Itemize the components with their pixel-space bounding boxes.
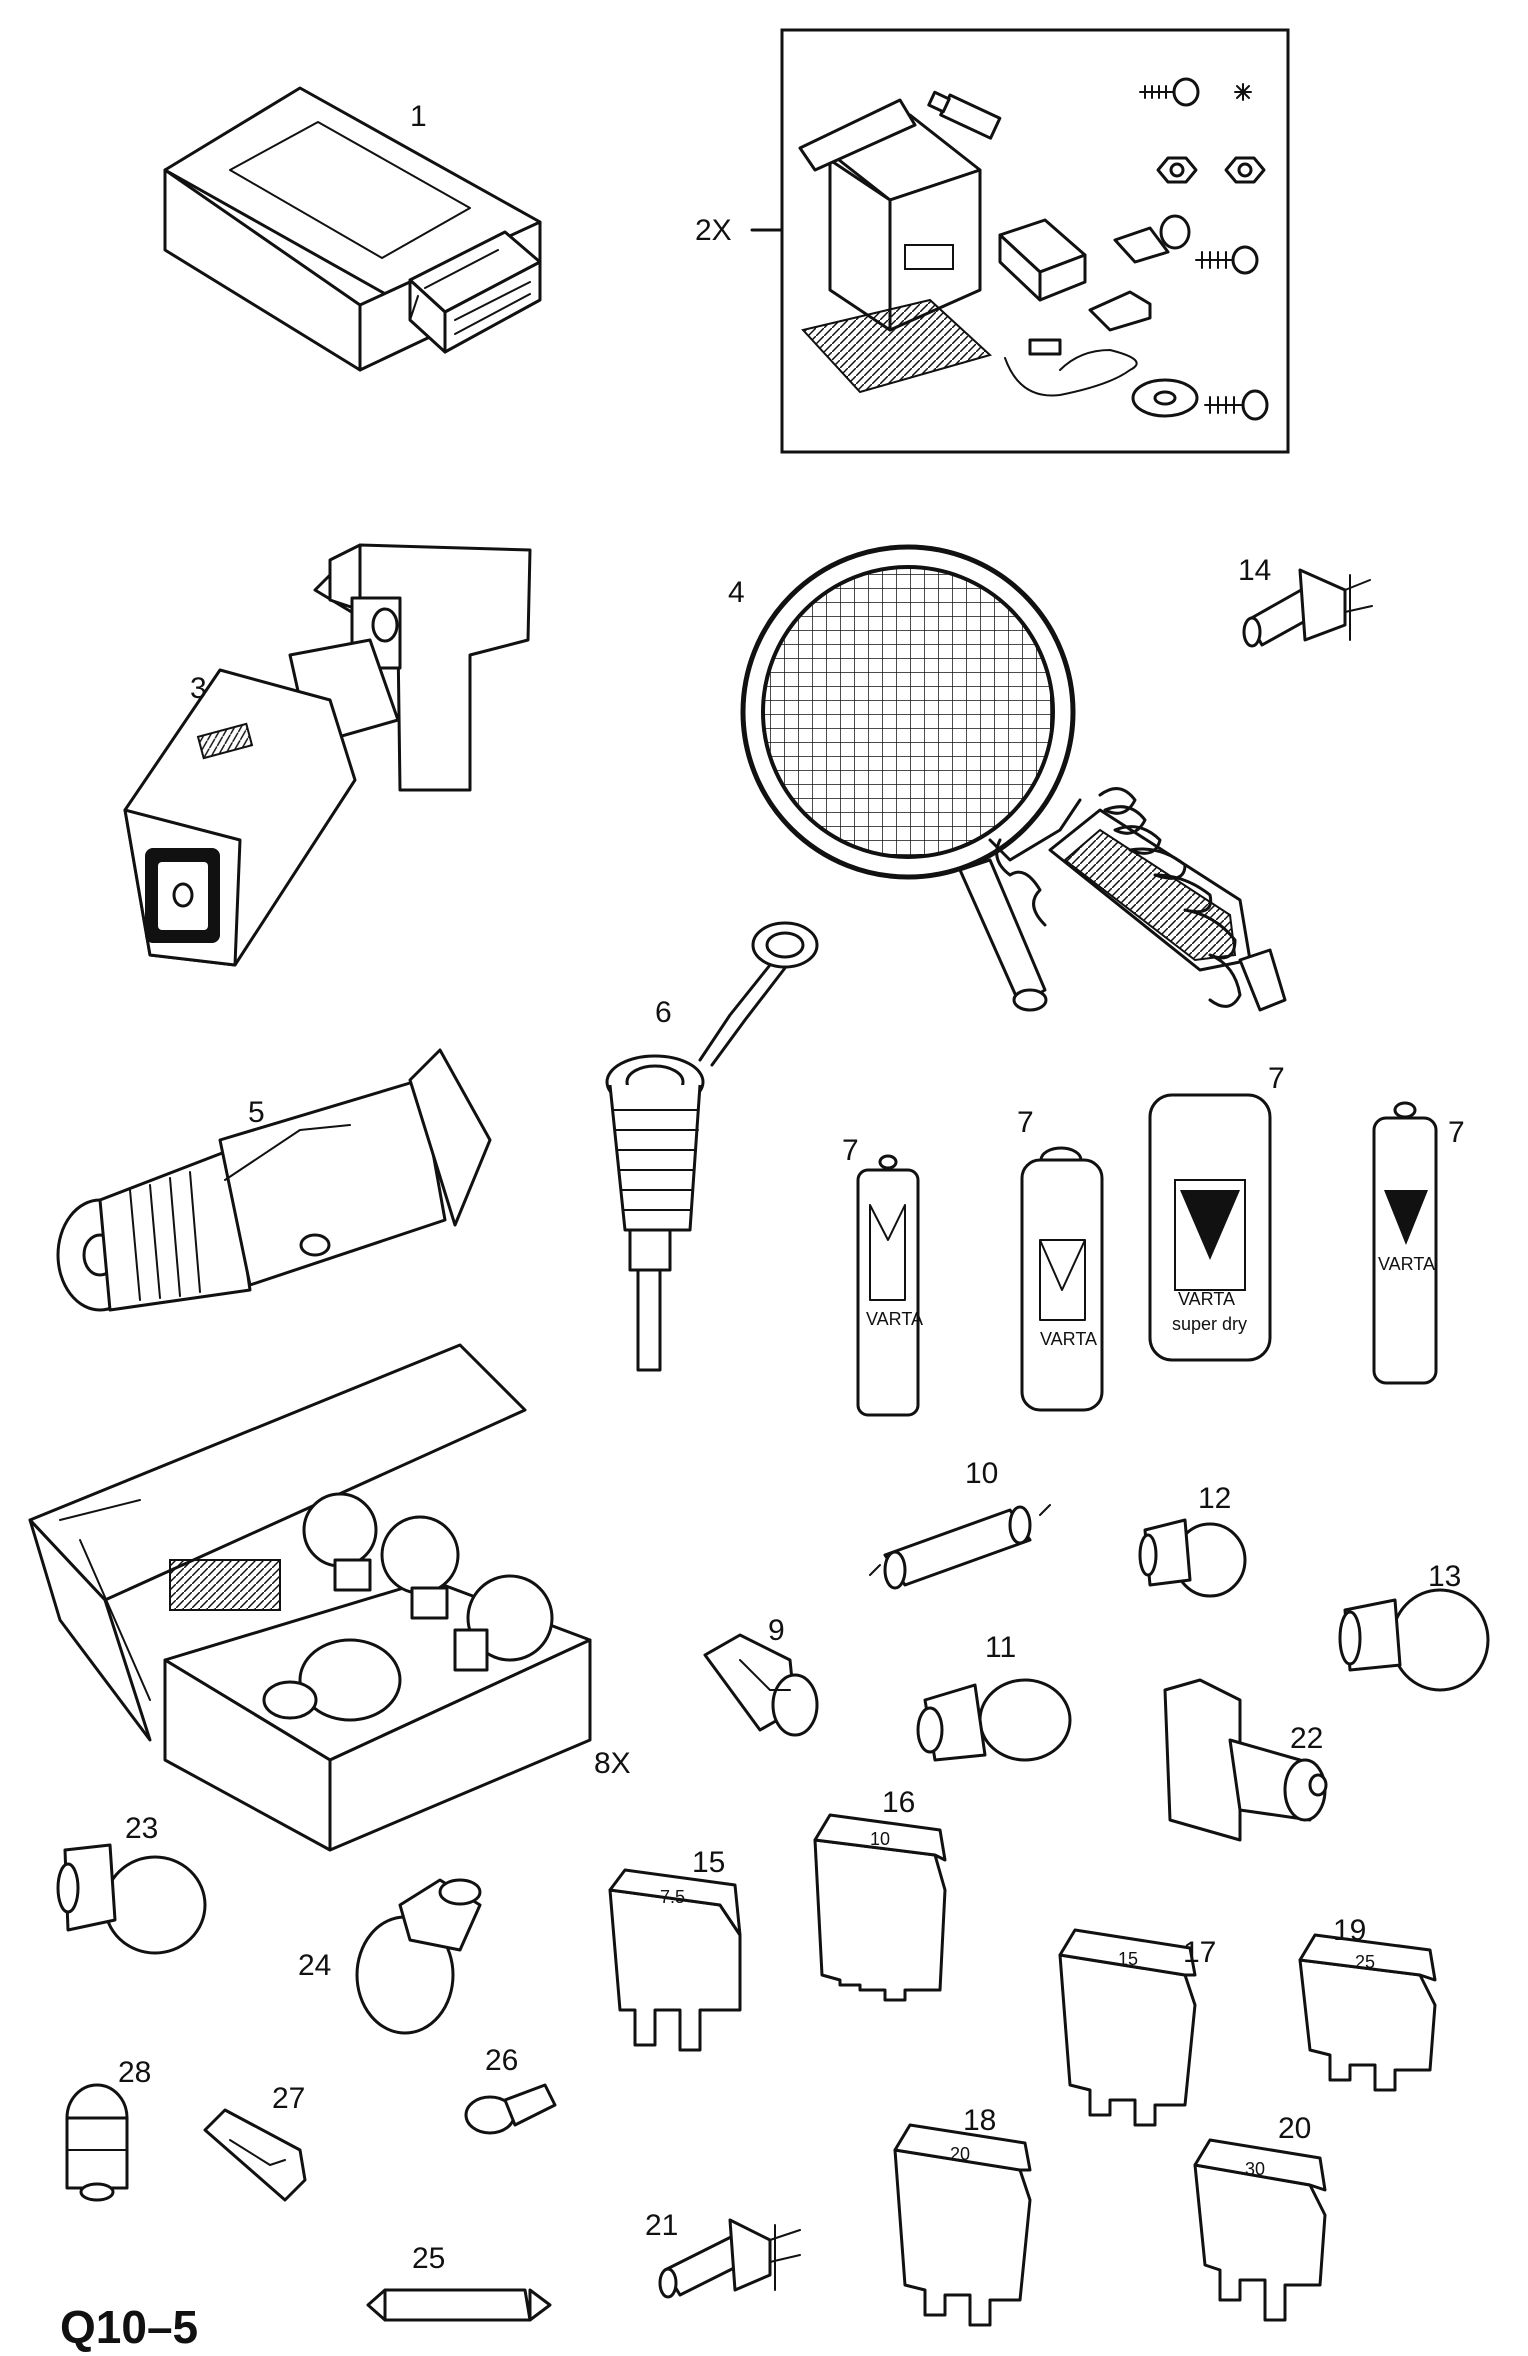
label-13: 13: [1428, 1560, 1461, 1593]
part-7-batteries: VARTA VARTA VARTA super dry VARTA: [856, 1093, 1438, 1417]
part-9-wedge-bulb: [703, 1633, 819, 1737]
label-6: 6: [655, 996, 672, 1029]
part-12-bulb: [1138, 1518, 1247, 1598]
fuse-rating: 10: [870, 1829, 890, 1849]
part-10-festoon-bulb: [869, 1504, 1051, 1590]
label-18: 18: [963, 2104, 996, 2137]
part-26-wedge-bulb: [464, 2083, 557, 2135]
label-17: 17: [1183, 1936, 1216, 1969]
part-28-bulb: [65, 2083, 129, 2202]
label-14: 14: [1238, 554, 1271, 587]
label-7a: 7: [842, 1134, 859, 1167]
battery-c-right: VARTA super dry: [1148, 1093, 1272, 1362]
battery-brand-label: VARTA: [866, 1309, 923, 1329]
label-10: 10: [965, 1457, 998, 1490]
label-15: 15: [692, 1846, 725, 1879]
label-8x: 8X: [594, 1747, 631, 1780]
label-3: 3: [190, 672, 207, 705]
label-19: 19: [1333, 1914, 1366, 1947]
part-24-bulb: [355, 1878, 482, 2035]
label-25: 25: [412, 2242, 445, 2275]
label-2x: 2X: [695, 214, 732, 247]
part-1-control-unit: [163, 86, 542, 372]
part-21-h4-bulb: [658, 2218, 801, 2299]
diagram-code: Q10–5: [60, 2301, 198, 2353]
label-11: 11: [985, 1631, 1016, 1664]
nut-icon: [1156, 156, 1266, 184]
part-15-fuse: 7.5: [608, 1868, 742, 2052]
part-4-inspection-lamp: [740, 544, 1287, 1012]
label-7b: 7: [1017, 1106, 1034, 1139]
fuse-rating: 25: [1355, 1952, 1375, 1972]
label-7c: 7: [1268, 1062, 1285, 1095]
part-27-wedge-bulb: [203, 2108, 307, 2202]
part-23-bulb: [56, 1843, 207, 1955]
battery-aa-right: VARTA: [1372, 1101, 1438, 1385]
part-22-halogen-capsule: [1163, 1678, 1328, 1842]
battery-aa-left: VARTA: [856, 1154, 923, 1417]
part-20-fuse: 30: [1193, 2138, 1327, 2322]
label-12: 12: [1198, 1482, 1231, 1515]
label-9: 9: [768, 1614, 785, 1647]
fuse-rating: 7.5: [660, 1887, 685, 1907]
label-21: 21: [645, 2209, 678, 2242]
battery-brand-label: VARTA: [1178, 1289, 1235, 1309]
battery-brand-label: VARTA: [1040, 1329, 1097, 1349]
part-17-fuse: 15: [1058, 1928, 1197, 2127]
part-5-cigar-lighter: [56, 1048, 492, 1312]
part-2x-accessory-kit: [750, 28, 1290, 454]
part-25-festoon: [366, 2288, 552, 2322]
label-1: 1: [410, 100, 427, 133]
fuse-rating: 30: [1245, 2159, 1265, 2179]
label-4: 4: [728, 576, 745, 609]
part-14-h4-bulb: [1242, 568, 1373, 648]
battery-brand-label: VARTA: [1378, 1254, 1435, 1274]
part-6-bulb-holder: [605, 921, 819, 1372]
screw-icon: [1139, 77, 1200, 107]
label-20: 20: [1278, 2112, 1311, 2145]
label-7d: 7: [1448, 1116, 1465, 1149]
part-labels: 1 2X 3 4 5 6 7 7 7 7 8X 9 10 11 12 13 14…: [118, 100, 1465, 2275]
label-22: 22: [1290, 1722, 1323, 1755]
part-3-switch: [123, 543, 532, 967]
part-19-fuse: 25: [1298, 1933, 1437, 2092]
label-28: 28: [118, 2056, 151, 2089]
label-24: 24: [298, 1949, 331, 1982]
battery-text-label: super dry: [1172, 1314, 1247, 1334]
part-13-bulb: [1338, 1588, 1490, 1692]
fuse-rating: 20: [950, 2144, 970, 2164]
label-26: 26: [485, 2044, 518, 2077]
label-5: 5: [248, 1096, 265, 1129]
label-23: 23: [125, 1812, 158, 1845]
label-27: 27: [272, 2082, 305, 2115]
fuse-rating: 15: [1118, 1949, 1138, 1969]
part-8x-spare-bulb-kit: [28, 1343, 592, 1852]
part-18-fuse: 20: [893, 2123, 1032, 2327]
part-11-bulb: [916, 1678, 1072, 1762]
label-16: 16: [882, 1786, 915, 1819]
battery-c: VARTA: [1020, 1146, 1104, 1412]
part-16-fuse: 10: [813, 1813, 947, 2002]
